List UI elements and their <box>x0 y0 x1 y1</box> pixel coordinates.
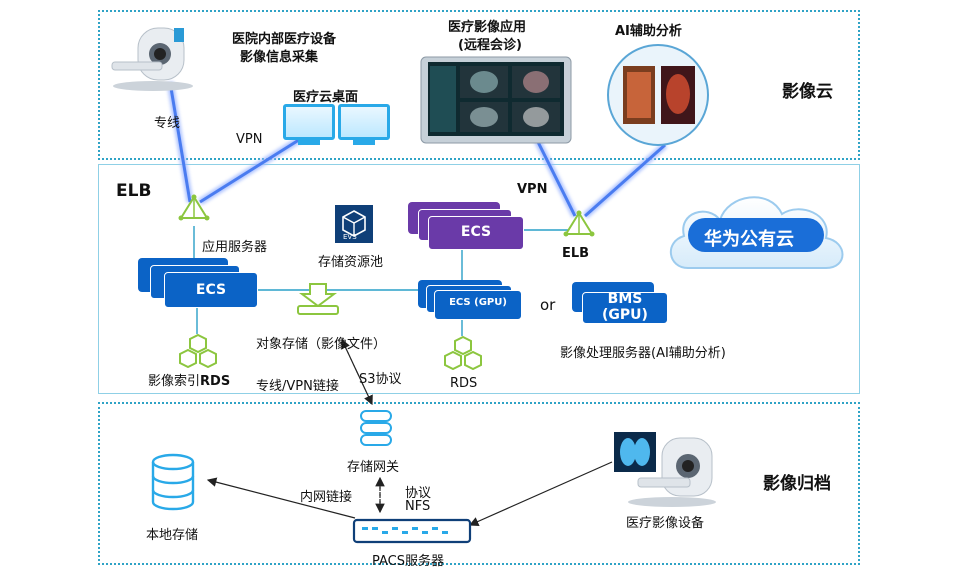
app-server-label: 应用服务器 <box>202 240 268 255</box>
vpn-label-mid: VPN <box>517 182 548 197</box>
cloud-brand-label: 华为公有云 <box>704 229 794 250</box>
bms-label-2: (GPU) <box>602 307 648 323</box>
medical-imaging-device-icon <box>614 432 716 507</box>
elb-right-icon[interactable] <box>562 210 596 240</box>
app-elb-link <box>534 137 577 217</box>
evs-text: EVS <box>343 233 357 241</box>
rds-left-icon <box>179 334 217 368</box>
vpn-label-top: VPN <box>236 132 263 147</box>
storage-gateway-label: 存储网关 <box>347 460 400 475</box>
rds-right-icon <box>444 336 482 370</box>
ai-elb-link <box>584 143 666 218</box>
intranet-label: 内网链接 <box>300 490 353 505</box>
bms-label-1: BMS <box>607 291 643 307</box>
ecs-top-stack[interactable]: ECS <box>408 202 524 250</box>
evs-icon[interactable] <box>334 204 374 244</box>
or-label: or <box>540 296 556 314</box>
elb-zone-title: ELB <box>116 181 152 201</box>
rds-right-label: RDS <box>450 376 478 391</box>
protocol-label-1: 协议 <box>405 486 432 501</box>
ecs-top-label: ECS <box>460 224 492 240</box>
object-storage-icon[interactable] <box>296 282 340 316</box>
imaging-app-label-1: 医疗影像应用 <box>448 20 527 35</box>
bms-stack[interactable]: BMS (GPU) <box>572 282 672 324</box>
ai-analysis-label: AI辅助分析 <box>615 24 682 39</box>
imaging-cloud-zone <box>98 10 860 160</box>
mri-scanner-icon <box>111 27 193 91</box>
hospital-device-label-1: 医院内部医疗设备 <box>232 32 337 47</box>
local-storage-icon[interactable] <box>150 452 196 512</box>
archive-zone <box>98 402 860 565</box>
local-storage-label: 本地存储 <box>146 528 199 543</box>
ecs-left-label: ECS <box>195 282 227 298</box>
elb-zone <box>98 164 860 394</box>
rds-left-label: 影像索引RDS <box>148 370 230 389</box>
line-link-label: 专线/VPN链接 <box>256 379 339 394</box>
rds-left-label-a: 影像索引 <box>148 374 201 389</box>
ecs-gpu-label: ECS (GPU) <box>449 297 507 308</box>
rds-left-label-b: RDS <box>200 374 231 389</box>
storage-gateway-icon[interactable] <box>358 408 394 448</box>
vpn-link <box>199 136 303 204</box>
processing-server-label: 影像处理服务器(AI辅助分析) <box>560 346 726 361</box>
storage-pool-label: 存储资源池 <box>318 255 384 270</box>
medical-device-label: 医疗影像设备 <box>626 516 705 531</box>
protocol-label-2: NFS <box>405 499 431 514</box>
s3-label: S3协议 <box>359 372 402 387</box>
pacs-server-icon[interactable] <box>352 518 472 544</box>
archive-title: 影像归档 <box>763 474 831 494</box>
pacs-label: PACS服务器 <box>372 554 445 569</box>
elb-right-label: ELB <box>562 246 590 261</box>
hospital-device-label-2: 影像信息采集 <box>240 50 319 65</box>
imaging-cloud-title: 影像云 <box>782 82 833 102</box>
dedicated-line-label: 专线 <box>154 116 181 131</box>
ecs-gpu-stack[interactable]: ECS (GPU) <box>418 280 522 320</box>
huawei-cloud-icon <box>669 196 844 269</box>
imaging-app-label-2: (远程会诊) <box>458 38 522 53</box>
elb-left-icon[interactable] <box>178 194 210 226</box>
cloud-desktop-label: 医疗云桌面 <box>293 90 359 105</box>
dedicated-line-link <box>168 81 192 203</box>
object-storage-label: 对象存储（影像文件） <box>256 337 387 352</box>
ai-analysis-icon <box>607 44 709 146</box>
ecs-left-stack[interactable]: ECS <box>138 258 260 308</box>
imaging-app-screen-icon <box>420 56 572 144</box>
